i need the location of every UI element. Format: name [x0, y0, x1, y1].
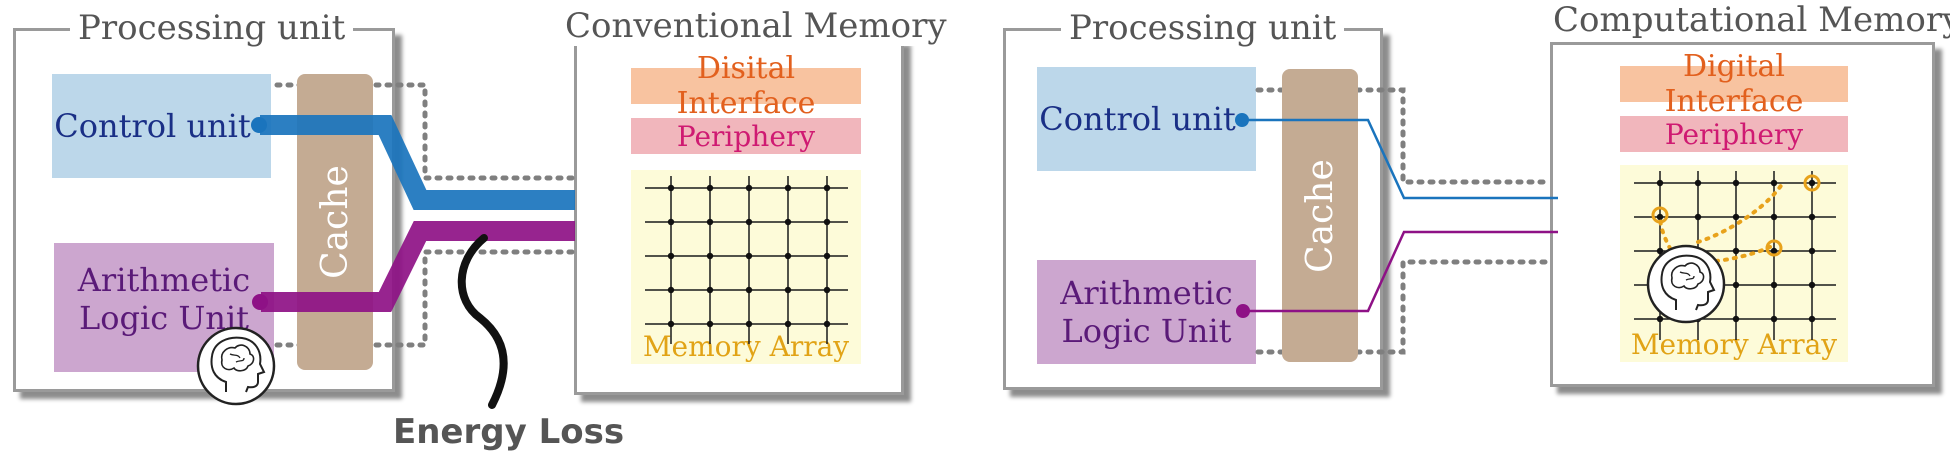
right-control-unit: Control unit: [1037, 67, 1256, 171]
left-memory-title: Conventional Memory: [557, 6, 955, 46]
right-alu-label-line1: Arithmetic: [1060, 274, 1233, 312]
right-memory-title: Computational Memory: [1545, 0, 1950, 40]
left-alu: Arithmetic Logic Unit: [54, 243, 274, 372]
right-processing-unit-title: Processing unit: [1061, 8, 1345, 48]
right-periphery: Periphery: [1620, 116, 1848, 152]
right-dotted-bus: [1255, 87, 1553, 355]
right-alu-label-line2: Logic Unit: [1061, 312, 1232, 350]
right-control-wire: [1242, 118, 1558, 200]
left-cache-label: Cache: [315, 165, 356, 279]
left-memory-array-label: Memory Array: [642, 330, 850, 363]
left-memory-array: [631, 170, 861, 364]
energy-loss-squiggle: [457, 234, 508, 409]
right-alu: Arithmetic Logic Unit: [1037, 260, 1256, 364]
right-cache-label: Cache: [1300, 159, 1341, 273]
right-cache-block: [1282, 69, 1358, 362]
brain-head-icon-left: [196, 326, 276, 406]
left-alu-label-line1: Arithmetic: [77, 260, 251, 299]
left-control-unit-label: Control unit: [54, 107, 251, 145]
left-processing-unit-title: Processing unit: [70, 8, 354, 48]
in-memory-compute-nodes: [1651, 174, 1821, 257]
left-control-node: [251, 117, 267, 133]
left-memory-grid-nodes: [667, 184, 831, 328]
right-alu-node: [1236, 304, 1250, 318]
left-alu-node: [252, 294, 268, 310]
energy-loss-label: Energy Loss: [393, 412, 625, 452]
left-memory-grid: [645, 176, 848, 344]
right-control-unit-label: Control unit: [1039, 100, 1236, 138]
left-periphery: Periphery: [631, 118, 861, 154]
left-control-wire: [260, 115, 575, 210]
left-control-unit: Control unit: [52, 74, 271, 178]
brain-head-icon-right: [1646, 244, 1726, 324]
right-alu-wire: [1243, 230, 1558, 313]
left-alu-wire: [261, 221, 575, 312]
right-memory-array-label: Memory Array: [1630, 328, 1838, 361]
right-control-node: [1235, 113, 1249, 127]
